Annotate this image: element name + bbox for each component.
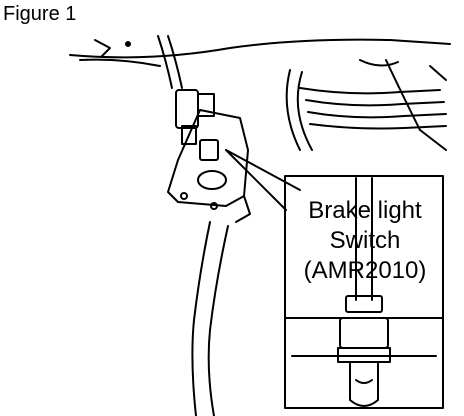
brake-pedal-arm — [191, 221, 229, 416]
inset-switch-detail — [291, 177, 437, 407]
callout-leader — [225, 149, 301, 211]
dashboard-panel — [69, 38, 451, 67]
brake-light-switch — [175, 89, 219, 161]
pedal-bracket — [167, 109, 251, 223]
wiring-harness — [285, 59, 447, 151]
callout-line-3: (AMR2010) — [303, 257, 427, 284]
figure-title: Figure 1 — [3, 3, 77, 25]
callout-line-2: Switch — [329, 227, 401, 254]
callout-label: Brake light Switch (AMR2010) — [286, 196, 444, 286]
switch-cable — [157, 35, 183, 89]
callout-line-1: Brake light — [308, 197, 422, 224]
